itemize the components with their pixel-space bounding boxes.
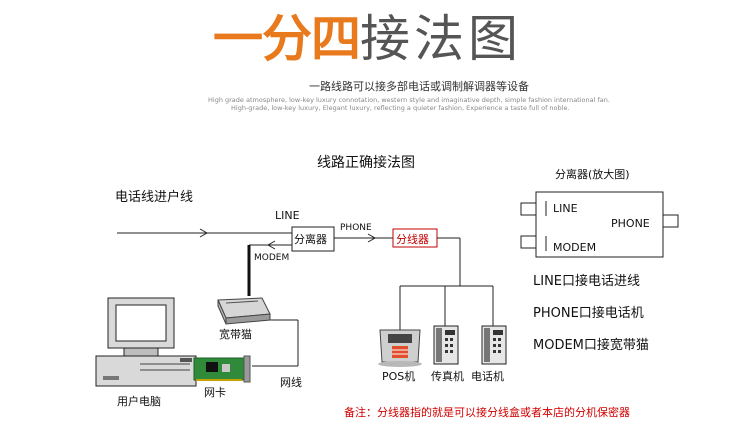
subtitle: 一路线路可以接多部电话或调制解调器等设备 <box>309 80 529 93</box>
pos-terminal-device <box>378 329 422 367</box>
fax-machine-device <box>433 325 459 365</box>
broadband-cat-label: 宽带猫 <box>219 328 252 341</box>
computer-device <box>95 297 197 387</box>
network-card-label: 网卡 <box>204 386 226 399</box>
phone-arrow <box>367 233 377 243</box>
user-pc-label: 用户电脑 <box>117 395 161 408</box>
english-tagline-1: High grade atmosphere, low-key luxury co… <box>208 96 610 104</box>
legend-modem: MODEM口接宽带猫 <box>533 338 649 353</box>
incoming-arrow <box>199 228 209 238</box>
phone-label: PHONE <box>340 223 372 233</box>
legend-phone: PHONE口接电话机 <box>533 306 644 321</box>
modem-label: MODEM <box>254 253 290 263</box>
network-card-device <box>193 355 251 383</box>
diagram-title: 线路正确接法图 <box>317 155 415 171</box>
magnified-title: 分离器(放大图) <box>555 168 630 181</box>
footer-note: 备注：分线器指的就是可以接分线盒或者本店的分机保密器 <box>344 406 630 419</box>
splitter-box <box>291 226 335 252</box>
line-label: LINE <box>275 209 300 222</box>
fax-label: 传真机 <box>431 370 464 383</box>
page-header: 一分四接法图 <box>0 8 750 68</box>
broadband-modem-device <box>217 297 271 325</box>
magnified-splitter-box <box>520 191 679 258</box>
title-rest: 接法图 <box>360 10 522 68</box>
modem-arrow <box>266 240 276 250</box>
legend-line: LINE口接电话进线 <box>533 274 641 289</box>
english-tagline-2: High-grade, low-key luxury, Elegant luxu… <box>231 104 570 112</box>
pos-label: POS机 <box>382 370 416 383</box>
telephone-device <box>481 325 507 365</box>
title-highlight: 一分四 <box>213 10 361 68</box>
telephone-label: 电话机 <box>471 370 504 383</box>
line-splitter-label: 分线器 <box>396 233 429 246</box>
magnified-modem-port: MODEM <box>553 241 597 254</box>
network-cable-label: 网线 <box>280 376 302 389</box>
page-title: 一分四接法图 <box>213 14 522 64</box>
splitter-box-label: 分离器 <box>294 233 327 246</box>
incoming-line-label: 电话线进户线 <box>115 190 194 205</box>
magnified-line-port: LINE <box>553 202 578 215</box>
magnified-phone-port: PHONE <box>611 217 650 230</box>
